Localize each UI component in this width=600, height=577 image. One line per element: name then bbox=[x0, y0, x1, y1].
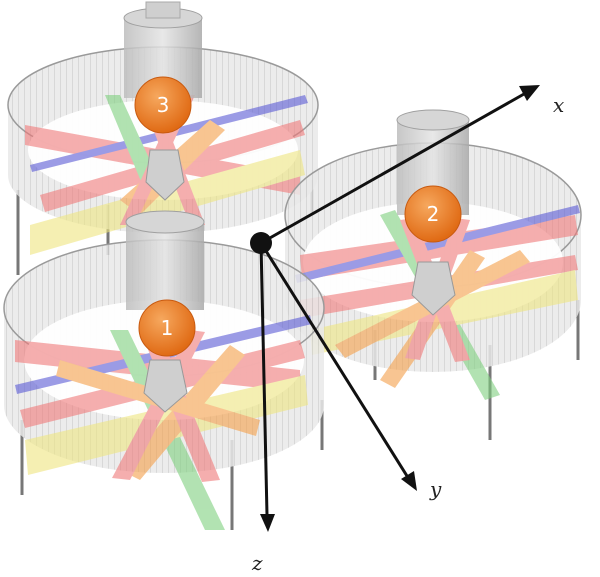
badge-1-label: 1 bbox=[161, 316, 174, 340]
x-axis-label: x bbox=[553, 93, 564, 117]
module-1-motor bbox=[126, 222, 204, 310]
x-axis-arrowhead bbox=[519, 85, 540, 101]
badge-3: 3 bbox=[134, 76, 192, 134]
badge-2-label: 2 bbox=[427, 202, 440, 226]
badge-2: 2 bbox=[404, 185, 462, 243]
y-axis-label: y bbox=[429, 477, 442, 501]
module-2 bbox=[284, 109, 582, 440]
module-2-motor-top bbox=[396, 109, 470, 131]
z-axis-arrowhead bbox=[260, 514, 275, 532]
module-1-motor-top bbox=[125, 210, 205, 234]
badge-2-circle bbox=[404, 185, 462, 243]
module-3-hub bbox=[145, 149, 185, 201]
module-1 bbox=[3, 210, 325, 530]
y-axis-line bbox=[259, 242, 409, 477]
module-3-motor-cap bbox=[145, 1, 181, 19]
badge-1: 1 bbox=[138, 299, 196, 357]
axis-origin bbox=[250, 232, 272, 254]
coordinate-axes: x y z bbox=[250, 85, 564, 575]
badge-3-circle bbox=[134, 76, 192, 134]
z-axis-label: z bbox=[251, 551, 263, 575]
badge-1-circle bbox=[138, 299, 196, 357]
y-axis-arrowhead bbox=[401, 471, 417, 491]
badge-3-label: 3 bbox=[157, 93, 170, 117]
module-1-hub bbox=[143, 359, 188, 413]
x-axis-line bbox=[260, 92, 525, 245]
z-axis-line bbox=[259, 242, 269, 516]
module-2-hub bbox=[411, 261, 456, 316]
module-3 bbox=[7, 1, 319, 275]
